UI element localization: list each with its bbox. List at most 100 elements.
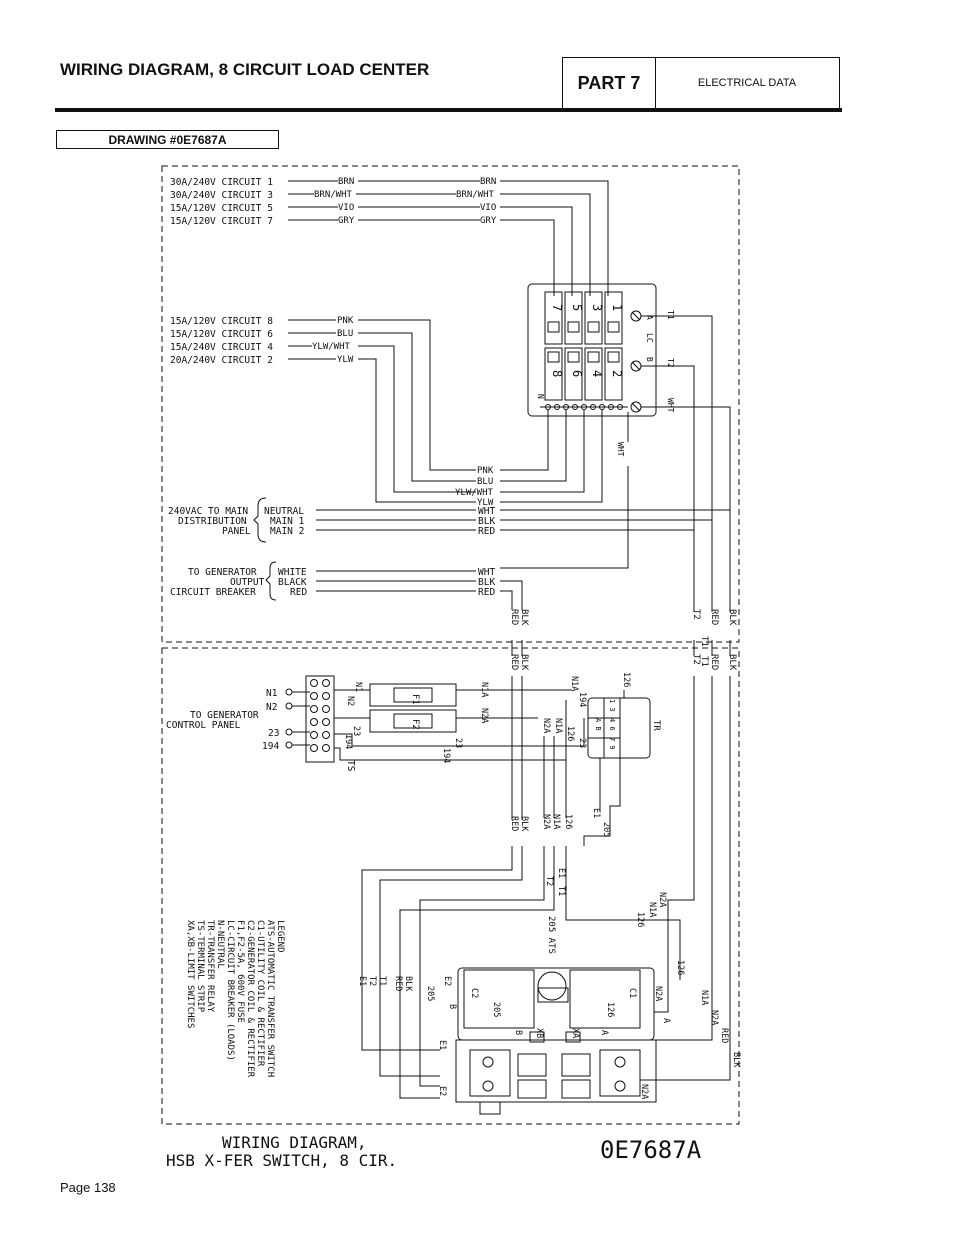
relay-labels: 1 3 4 6 7 9 A B TR xyxy=(594,699,661,750)
legend-item: C1-UTILITY COIL & RECTIFIER xyxy=(255,920,265,1067)
wire-label-vertical: RED xyxy=(509,654,519,670)
wire-label: GRY xyxy=(338,216,355,226)
wire-label: VIO xyxy=(338,203,354,213)
fuse-labels: F1 F2 xyxy=(410,694,420,730)
breaker-number: 6 xyxy=(570,370,584,377)
legend-title: LEGEND xyxy=(275,920,285,953)
wire-label: YLW xyxy=(337,355,354,365)
fuse-label: F1 xyxy=(410,694,420,705)
circuit-labels: 30A/240V CIRCUIT 1 30A/240V CIRCUIT 3 15… xyxy=(170,177,273,366)
wire-label: VIO xyxy=(480,203,496,213)
legend: LEGEND ATS-AUTOMATIC TRANSFER SWITCH C1-… xyxy=(185,920,285,1078)
breaker-number: 3 xyxy=(590,304,604,311)
wire-label-vertical: T2 xyxy=(691,609,701,620)
wire-label: E1 xyxy=(556,868,566,878)
ats-b-terminal: B xyxy=(513,1030,523,1035)
circuit-label: 15A/120V CIRCUIT 5 xyxy=(170,203,273,214)
wire-label-vertical: T2 xyxy=(691,654,701,665)
lc-label-t1: T1 xyxy=(666,310,675,320)
wire-label: N1A xyxy=(551,814,561,829)
legend-item: TR-TRANSFER RELAY xyxy=(205,920,215,1013)
legend-item: C2-GENERATOR COIL & RECTIFIER xyxy=(245,920,255,1078)
footer-title-line1: WIRING DIAGRAM, xyxy=(222,1133,367,1152)
breaker-number: 1 xyxy=(610,304,624,311)
wire-label-vertical: RED xyxy=(709,654,719,670)
wire-label-vertical: T1 xyxy=(699,636,709,647)
fuse-block xyxy=(334,683,585,761)
lc-label-wht-2: WHT xyxy=(616,442,625,457)
legend-item: N-NEUTRAL xyxy=(215,920,225,969)
frame-cross-wires xyxy=(511,640,731,656)
wire-label: BLK xyxy=(519,816,529,832)
main-panel-line: PANEL xyxy=(222,526,251,537)
wire-label-vertical: BLK xyxy=(727,609,737,626)
gen-output-line: OUTPUT xyxy=(230,577,265,588)
main-panel-wire-name: MAIN 1 xyxy=(270,516,305,527)
wire-label: RED xyxy=(478,526,495,537)
wire-label: 205 xyxy=(425,986,435,1001)
circuit-label: 30A/240V CIRCUIT 1 xyxy=(170,177,273,188)
wire-label: N1A xyxy=(647,902,657,917)
wire-label: N1A xyxy=(569,676,579,691)
wire-label: E2 xyxy=(437,1086,447,1096)
upper-frame xyxy=(161,165,740,643)
lc-label-a: A xyxy=(645,315,654,320)
ats-labels: 205 ATS C1 C2 XB XA A B B A 205 126 N2A xyxy=(447,916,671,1038)
mid-wire-labels: PNK BLU YLW/WHT YLW xyxy=(312,316,354,365)
terminal-label: 23 xyxy=(268,728,279,739)
wire-label: 126 xyxy=(565,726,575,741)
breaker-number: 7 xyxy=(550,304,564,311)
ats-limit-xa: XA xyxy=(570,1028,580,1038)
circuit-label: 15A/120V CIRCUIT 6 xyxy=(170,329,273,340)
wire-label: N2A xyxy=(541,814,551,829)
terminal-label: N2 xyxy=(266,702,277,713)
relay-pin: A B xyxy=(594,718,602,731)
wire-label: N1 xyxy=(353,682,363,692)
wire-label: N1A xyxy=(479,682,489,697)
part-label: PART 7 xyxy=(563,58,656,108)
circuit-label: 30A/240V CIRCUIT 3 xyxy=(170,190,273,201)
wire-label-vertical: T1 xyxy=(699,656,709,667)
lc-label-b: B xyxy=(645,357,654,362)
wire-label-vertical: BLK xyxy=(727,654,737,671)
main-panel-wire-name: MAIN 2 xyxy=(270,526,304,537)
legend-item: TS-TERMINAL STRIP xyxy=(195,920,205,1013)
wire-label: 194 xyxy=(441,748,451,763)
ats-wire-n2a: N2A xyxy=(653,986,663,1001)
wire-label: 126 xyxy=(635,912,645,927)
breaker-number: 2 xyxy=(610,370,624,377)
part-subtitle: ELECTRICAL DATA xyxy=(697,77,797,89)
wire-label: E1 xyxy=(591,808,601,818)
footer-title-line2: HSB X-FER SWITCH, 8 CIR. xyxy=(166,1151,397,1170)
wire-label: T1 xyxy=(377,976,387,986)
frame-cross-labels: BLK RED BLK RED T1 T2 BLK RED BLK RED T1… xyxy=(509,609,737,671)
wire-label: 23 xyxy=(577,738,587,748)
lc-label-lc: LC xyxy=(645,333,654,343)
ats-a-terminal: A xyxy=(599,1030,609,1035)
breaker-number: 5 xyxy=(570,304,584,311)
relay-name: TR xyxy=(651,720,661,731)
wire-label: YLW/WHT xyxy=(455,488,494,498)
wire-label: T1 xyxy=(556,886,566,896)
gen-output-wire-name: BLACK xyxy=(278,577,307,588)
wire-label: RED xyxy=(509,816,519,831)
ats-b-label: B xyxy=(447,1004,457,1009)
wire-label: BRN/WHT xyxy=(314,190,353,200)
control-panel-line: CONTROL PANEL xyxy=(166,720,241,731)
lower-wire-labels-top: PNK BLU YLW/WHT YLW xyxy=(455,466,494,508)
ats-label: 205 ATS xyxy=(546,916,556,954)
circuit-label: 15A/120V CIRCUIT 7 xyxy=(170,216,273,227)
lc-label-wht: WHT xyxy=(666,398,675,413)
wire-label-vertical: BLK xyxy=(519,654,529,671)
main-panel-brace xyxy=(253,497,267,543)
wire-label: T2 xyxy=(367,976,377,986)
ats-coil-c1: C1 xyxy=(627,988,637,998)
page-number: Page 138 xyxy=(60,1180,116,1195)
wire-label: BLU xyxy=(477,477,493,487)
wire-label: E1 xyxy=(437,1040,447,1050)
circuit-label: 20A/240V CIRCUIT 2 xyxy=(170,355,273,366)
wire-label: N2A xyxy=(541,718,551,733)
wire-label: RED xyxy=(393,976,403,991)
part-box: PART 7 ELECTRICAL DATA xyxy=(562,57,840,109)
top-circuit-wires xyxy=(288,180,609,296)
